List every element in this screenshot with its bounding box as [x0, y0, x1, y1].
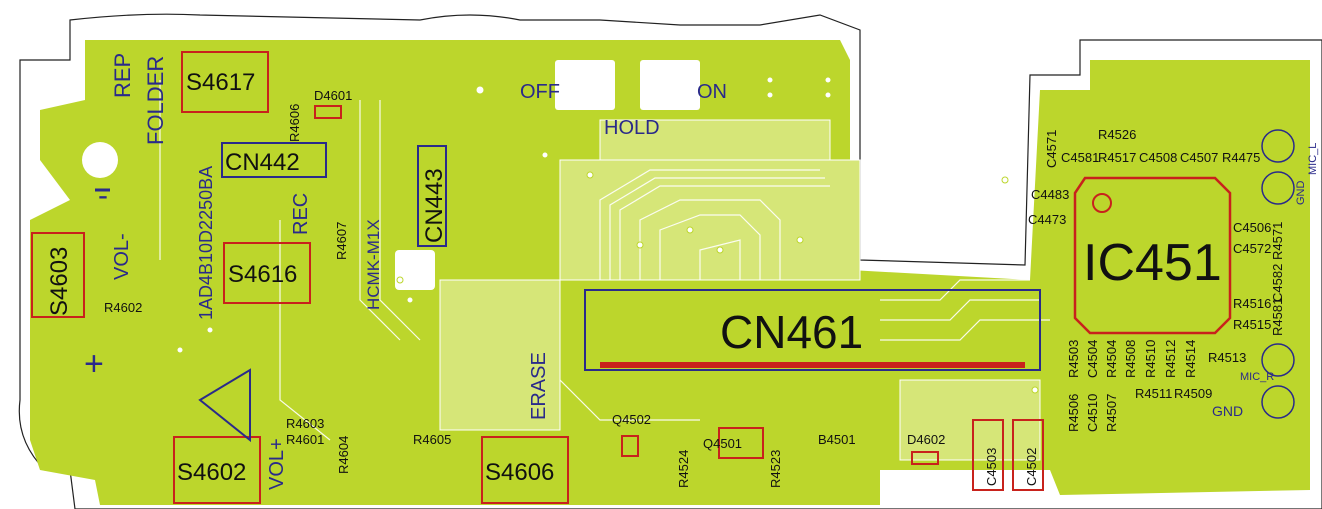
label-folder: FOLDER — [143, 56, 168, 145]
ref-d4601: D4601 — [314, 88, 352, 103]
ref-r4601: R4601 — [286, 432, 324, 447]
ref-r4526: R4526 — [1098, 127, 1136, 142]
ref-r4607: R4607 — [334, 222, 349, 260]
label-hcmk: HCMK-M1X — [364, 219, 383, 310]
cn461-connector — [584, 289, 1041, 371]
ref-b4501: B4501 — [818, 432, 856, 447]
label-vol-minus: VOL- — [111, 233, 133, 280]
ref-r4507: R4507 — [1104, 394, 1119, 432]
ref-c4508: C4508 — [1139, 150, 1177, 165]
ref-r4603: R4603 — [286, 416, 324, 431]
ref-r4523: R4523 — [768, 450, 783, 488]
ic451-footprint — [1073, 176, 1232, 335]
ref-c4503: C4503 — [984, 448, 999, 486]
ref-r4515: R4515 — [1233, 317, 1271, 332]
ref-c4473: C4473 — [1028, 212, 1066, 227]
ref-c4504: C4504 — [1085, 340, 1100, 378]
label-rec: REC — [290, 193, 312, 235]
ref-c4502: C4502 — [1024, 448, 1039, 486]
label-mic-l: MIC_L — [1307, 143, 1319, 175]
s4617-label: S4617 — [186, 69, 255, 96]
ref-r4475: R4475 — [1222, 150, 1260, 165]
ref-r4516: R4516 — [1233, 296, 1271, 311]
label-gnd-1: GND — [1295, 181, 1307, 206]
ref-r4571: R4571 — [1270, 222, 1285, 260]
ref-c4507: C4507 — [1180, 150, 1218, 165]
ref-r4517: R4517 — [1098, 150, 1136, 165]
label-hold: HOLD — [604, 117, 660, 139]
vias — [176, 76, 1039, 394]
ref-q4501: Q4501 — [703, 436, 742, 451]
label-mic-r: MIC_R — [1240, 371, 1274, 383]
ref-q4502: Q4502 — [612, 412, 651, 427]
label-erase: ERASE — [528, 352, 550, 420]
ref-r4581: R4581 — [1270, 298, 1285, 336]
ref-c4506: C4506 — [1233, 220, 1271, 235]
ic451-label: IC451 — [1083, 234, 1222, 292]
label-rep: REP — [110, 53, 135, 98]
ref-c4581: C4581 — [1061, 150, 1099, 165]
ref-r4512: R4512 — [1163, 340, 1178, 378]
ref-c4571: C4571 — [1044, 130, 1059, 168]
s4616-label: S4616 — [228, 261, 297, 288]
label-off: OFF — [520, 81, 560, 103]
ref-r4604: R4604 — [336, 436, 351, 474]
cn443-label: CN443 — [421, 168, 448, 243]
ref-r4509: R4509 — [1174, 386, 1212, 401]
ref-r4513: R4513 — [1208, 350, 1246, 365]
cn461-label: CN461 — [720, 306, 863, 358]
voids — [82, 60, 700, 290]
label-board-code: 1AD4B10D2250BA — [196, 166, 216, 320]
ref-r4508: R4508 — [1123, 340, 1138, 378]
s4606-label: S4606 — [485, 459, 554, 486]
ref-c4510: C4510 — [1085, 394, 1100, 432]
ref-c4483: C4483 — [1031, 187, 1069, 202]
ref-r4511: R4511 — [1135, 386, 1172, 401]
ref-r4506: R4506 — [1066, 394, 1081, 432]
ref-r4510: R4510 — [1143, 340, 1158, 378]
s4602-label: S4602 — [177, 459, 246, 486]
ref-r4602: R4602 — [104, 300, 142, 315]
cn442-label: CN442 — [225, 149, 300, 176]
ref-r4503: R4503 — [1066, 340, 1081, 378]
ref-d4602: D4602 — [907, 432, 945, 447]
component-boxes — [314, 105, 1044, 491]
triangle-symbol — [198, 368, 251, 443]
label-minus-sign: - — [98, 179, 108, 212]
s4603-label: S4603 — [46, 247, 73, 316]
ref-r4524: R4524 — [676, 450, 691, 488]
label-on: ON — [697, 81, 727, 103]
ref-r4605: R4605 — [413, 432, 451, 447]
traces — [159, 80, 1050, 441]
ref-r4504: R4504 — [1104, 340, 1119, 378]
ref-c4572: C4572 — [1233, 241, 1271, 256]
label-plus-sign: + — [84, 345, 104, 383]
ref-r4514: R4514 — [1183, 340, 1198, 378]
ref-r4606: R4606 — [287, 104, 302, 142]
switch-footprints — [31, 51, 569, 504]
ref-c4582: C4582 — [1270, 264, 1285, 302]
label-gnd-2: GND — [1212, 403, 1243, 419]
mic-pads — [1261, 129, 1295, 419]
label-vol-plus: VOL+ — [266, 438, 288, 490]
